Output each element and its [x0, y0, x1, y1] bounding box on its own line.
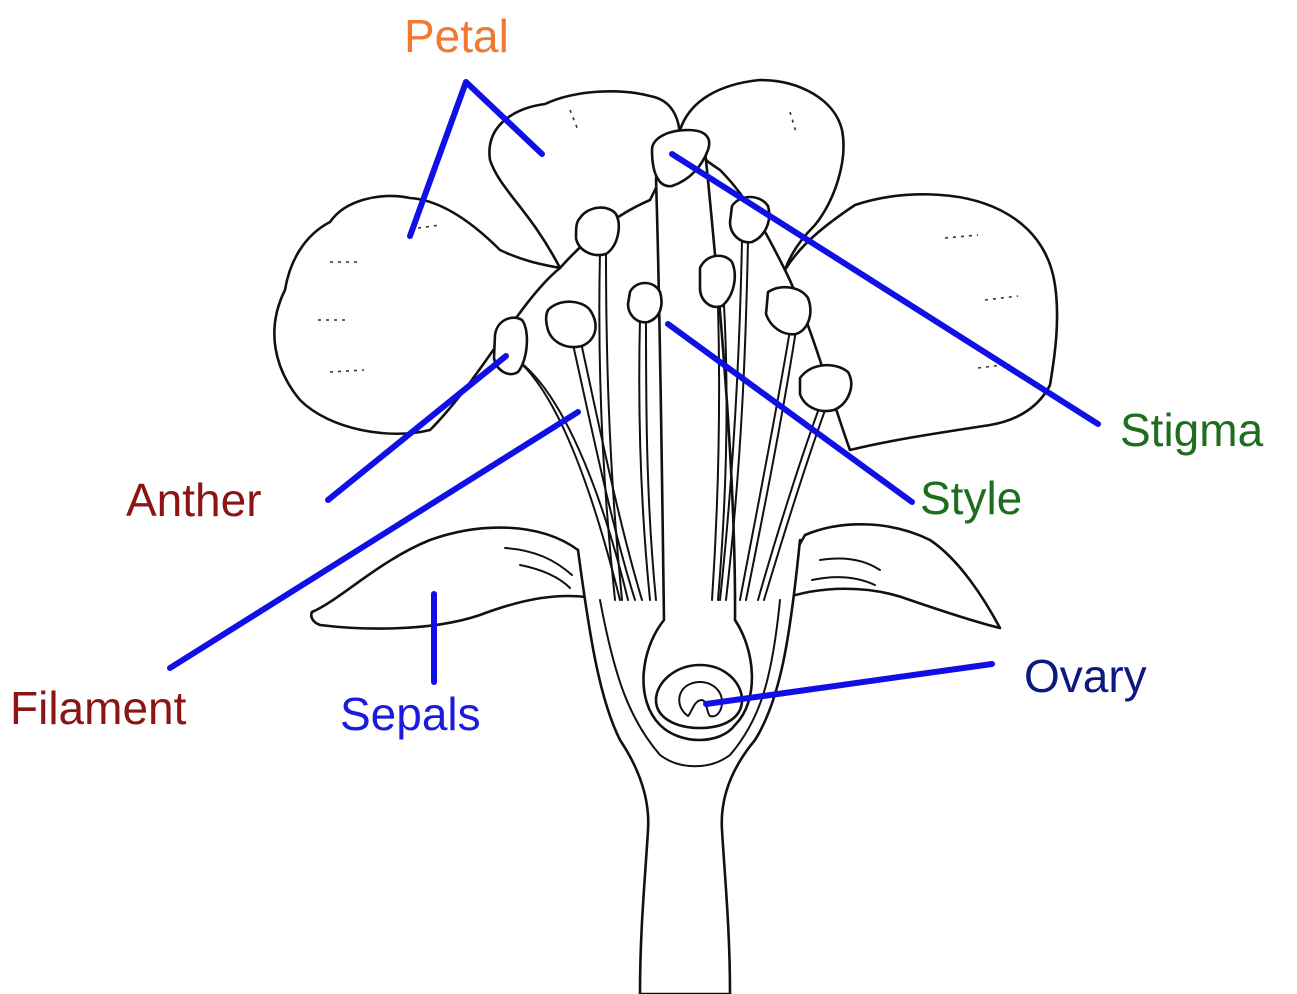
petal-left [274, 196, 560, 434]
sepal-right [780, 524, 1000, 628]
label-filament: Filament [10, 682, 187, 734]
ovule [656, 665, 742, 728]
label-anther: Anther [126, 474, 262, 526]
label-stigma: Stigma [1120, 404, 1264, 456]
label-petal: Petal [404, 10, 509, 62]
pistil [643, 150, 751, 740]
label-sepals: Sepals [340, 688, 481, 740]
label-ovary: Ovary [1024, 650, 1147, 702]
sepal-left [311, 528, 605, 629]
label-style: Style [920, 472, 1022, 524]
